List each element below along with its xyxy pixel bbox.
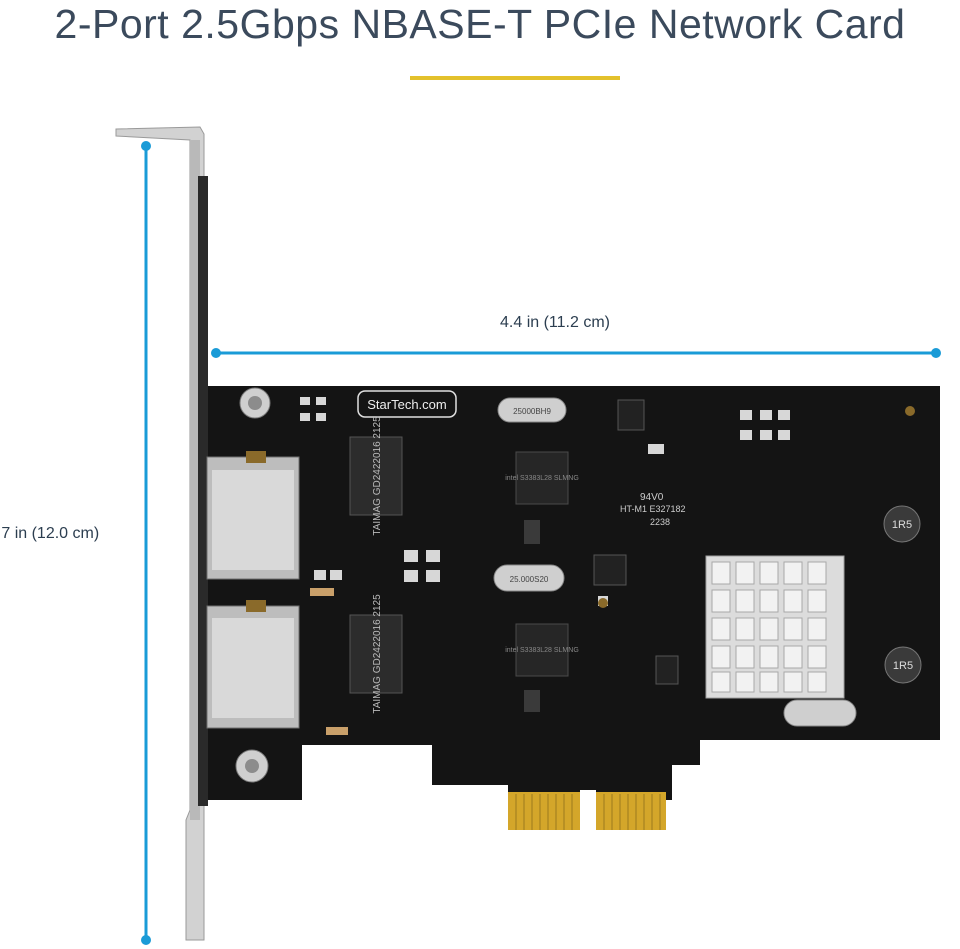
chip-u7 [617, 399, 645, 431]
height-dimension [141, 141, 151, 945]
crystal-y3: 25.000S20 [493, 564, 565, 592]
rj45-port-1 [206, 451, 300, 580]
inductor-l6: 1R5 [884, 646, 922, 684]
heatsink [705, 555, 845, 699]
gold-fingers [508, 792, 666, 830]
inductor-l7: 1R5 [883, 505, 921, 543]
rj45-port-2 [206, 600, 300, 729]
svg-text:intel S3383L28 SLMNG: intel S3383L28 SLMNG [505, 475, 579, 482]
svg-text:25.000S20: 25.000S20 [510, 575, 549, 584]
svg-text:25000BH9: 25000BH9 [513, 407, 551, 416]
svg-text:2238: 2238 [650, 517, 670, 527]
title-accent-line [410, 76, 620, 80]
chip-u3 [655, 655, 679, 685]
svg-text:1R5: 1R5 [893, 660, 913, 672]
width-dimension [211, 348, 941, 358]
brand-logo: StarTech.com [357, 390, 457, 418]
brand-logo-text: StarTech.com [367, 397, 446, 412]
mounting-bracket [115, 126, 208, 941]
cert-marking: 94V0 HT-M1 E327182 2238 [620, 492, 686, 527]
svg-text:intel S3383L28 SLMNG: intel S3383L28 SLMNG [505, 647, 579, 654]
crystal-y2: 25000BH9 [497, 397, 567, 423]
crystal-y1 [783, 699, 857, 727]
transformer-u13: TAIMAG GD2422016 2125 [349, 594, 403, 714]
width-dimension-label: 4.4 in (11.2 cm) [500, 314, 610, 331]
chip-u10: intel S3383L28 SLMNG [505, 623, 579, 677]
page-title: 2-Port 2.5Gbps NBASE-T PCIe Network Card [54, 1, 906, 47]
svg-text:HT-M1 E327182: HT-M1 E327182 [620, 504, 686, 514]
pcb-board: StarTech.com TAIMAG GD2422016 2125 TAIMA… [206, 386, 940, 830]
smd-components [300, 397, 790, 735]
svg-text:94V0: 94V0 [640, 492, 664, 503]
svg-text:TAIMAG GD2422016 2125: TAIMAG GD2422016 2125 [372, 594, 383, 714]
svg-text:1R5: 1R5 [892, 519, 912, 531]
chip-u6: intel S3383L28 SLMNG [505, 451, 579, 505]
svg-text:TAIMAG GD2422016 2125: TAIMAG GD2422016 2125 [372, 416, 383, 536]
chip-u11 [593, 554, 627, 586]
height-dimension-label: 4.7 in (12.0 cm) [0, 525, 100, 542]
transformer-u9: TAIMAG GD2422016 2125 [349, 416, 403, 536]
